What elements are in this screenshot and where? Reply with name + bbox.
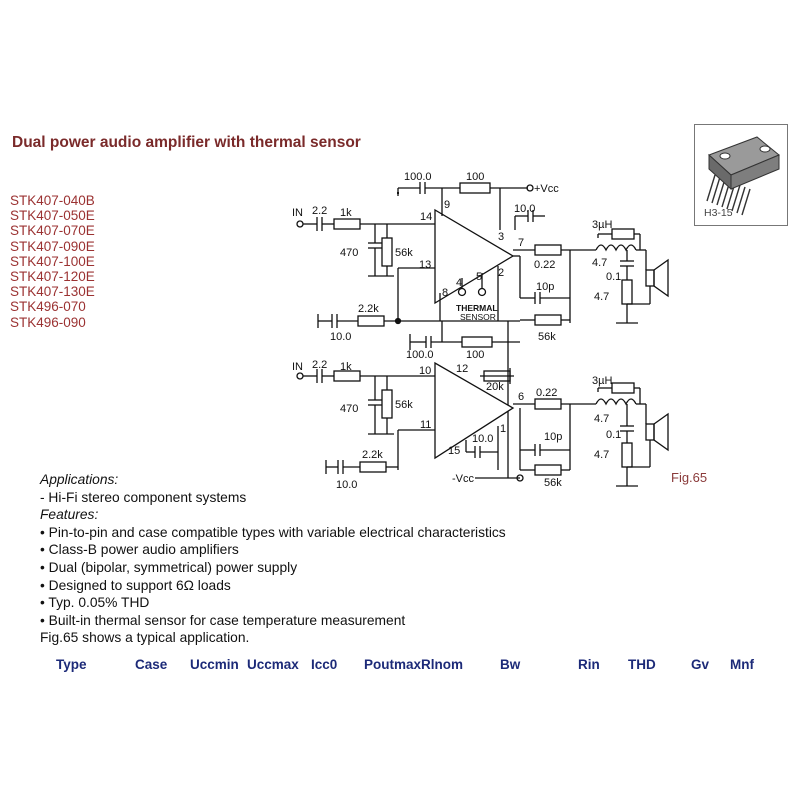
label-sensor: SENSOR	[460, 312, 496, 322]
label-pin14: 14	[420, 211, 432, 223]
model-list: STK407-040B STK407-050E STK407-070E STK4…	[10, 193, 95, 330]
label-pin8: 8	[442, 287, 448, 299]
label-pin10: 10	[419, 365, 431, 377]
label-pin2: 2	[498, 267, 504, 279]
label-r100-mid: 100	[466, 349, 484, 361]
col-uccmax: Uccmax	[247, 657, 299, 672]
feature-item: • Designed to support 6Ω loads	[40, 577, 231, 593]
page-title: Dual power audio amplifier with thermal …	[12, 134, 361, 151]
applications-heading: Applications:	[40, 472, 119, 487]
feature-item: • Pin-to-pin and case compatible types w…	[40, 524, 506, 540]
label-c10-bot2: 10.0	[336, 479, 357, 491]
label-c01-top: 0.1	[606, 271, 621, 283]
label-r56kf-bot: 56k	[544, 477, 562, 489]
label-r022-top: 0.22	[534, 259, 555, 271]
label-c10p-bot: 10p	[544, 431, 562, 443]
package-code: H3-15	[704, 207, 733, 219]
feature-item: • Built-in thermal sensor for case tempe…	[40, 612, 406, 628]
col-rlnom: Rlnom	[421, 657, 463, 672]
model-item: STK407-070E	[10, 223, 95, 239]
label-l3uh-top: 3µH	[592, 219, 612, 231]
label-c10-top: 10.0	[514, 203, 535, 215]
feature-item: • Class-B power audio amplifiers	[40, 542, 239, 558]
op-amp-bottom-shape	[434, 361, 515, 460]
label-c22-bot: 2.2	[312, 359, 327, 371]
label-c10p-top: 10p	[536, 281, 554, 293]
model-item: STK407-100E	[10, 253, 95, 269]
label-r47b-top: 4.7	[594, 291, 609, 303]
label-pin7: 7	[518, 237, 524, 249]
label-pin6: 6	[518, 391, 524, 403]
figure-label: Fig.65	[671, 470, 708, 485]
label-r47-bot: 4.7	[594, 413, 609, 425]
col-icc0: Icc0	[311, 657, 338, 672]
label-vcc-neg: -Vcc	[452, 473, 475, 485]
col-thd: THD	[628, 657, 656, 672]
ic-package-icon	[706, 136, 780, 216]
label-pin9: 9	[444, 199, 450, 211]
model-item: STK407-090E	[10, 238, 95, 254]
model-item: STK496-090	[10, 314, 86, 330]
label-r56k-bot: 56k	[395, 399, 413, 411]
label-r20k: 20k	[486, 381, 504, 393]
description-block: Applications: - Hi-Fi stereo component s…	[40, 471, 506, 647]
label-r22k-top: 2.2k	[358, 303, 379, 315]
label-r22k-bot: 2.2k	[362, 449, 383, 461]
label-l3uh-bot: 3µH	[592, 375, 612, 387]
label-pin1: 1	[500, 423, 506, 435]
label-c470-top: 470	[340, 247, 358, 259]
label-pin11: 11	[420, 419, 431, 431]
label-r47-top: 4.7	[592, 257, 607, 269]
feature-item: • Dual (bipolar, symmetrical) power supp…	[40, 559, 298, 575]
label-in-top: IN	[292, 207, 303, 219]
col-uccmin: Uccmin	[190, 657, 239, 672]
model-item: STK407-120E	[10, 269, 95, 285]
label-c470-bot: 470	[340, 403, 358, 415]
col-bw: Bw	[500, 657, 521, 672]
label-r47c-bot: 4.7	[594, 449, 609, 461]
op-amp-top-shape	[434, 208, 515, 305]
label-r56kf-top: 56k	[538, 331, 556, 343]
col-gv: Gv	[691, 657, 710, 672]
label-r1k-top: 1k	[340, 207, 352, 219]
label-pin4: 4	[456, 277, 462, 289]
features-heading: Features:	[40, 507, 99, 523]
label-thermal: THERMAL	[456, 303, 498, 313]
schematic-labels: 100.0 100 +Vcc 9 14 3 10.0 7 IN 2.2 1k 4…	[292, 171, 621, 491]
label-c100-mid: 100.0	[406, 349, 434, 361]
application-item: - Hi-Fi stereo component systems	[40, 489, 247, 505]
label-vcc-pos: +Vcc	[534, 183, 559, 195]
col-poutmax: Poutmax	[364, 657, 422, 672]
label-c10-bot: 10.0	[472, 433, 493, 445]
feature-item: • Typ. 0.05% THD	[40, 595, 150, 611]
label-c10-mid: 10.0	[330, 331, 351, 343]
label-pin12: 12	[456, 363, 468, 375]
label-c01-bot: 0.1	[606, 429, 621, 441]
label-r56k-top: 56k	[395, 247, 413, 259]
model-item: STK407-130E	[10, 284, 95, 300]
label-r022-bot: 0.22	[536, 387, 557, 399]
label-pin15: 15	[448, 445, 460, 457]
model-item: STK407-050E	[10, 208, 95, 224]
col-case: Case	[135, 657, 168, 672]
label-pin13: 13	[419, 259, 431, 271]
label-pin5: 5	[476, 271, 482, 283]
package-box	[694, 124, 788, 226]
model-item: STK407-040B	[10, 193, 95, 208]
model-item: STK496-070	[10, 299, 86, 315]
label-pin3: 3	[498, 231, 504, 243]
figure-reference: Fig.65 shows a typical application.	[40, 630, 250, 646]
label-c22-top: 2.2	[312, 205, 327, 217]
amplifier-schematic: 100.0 100 +Vcc 9 14 3 10.0 7 IN 2.2 1k 4…	[292, 171, 669, 491]
col-mnf: Mnf	[730, 657, 754, 672]
label-r1k-bot: 1k	[340, 361, 352, 373]
label-c100-top: 100.0	[404, 171, 432, 183]
col-type: Type	[56, 657, 87, 672]
table-header-row: Type Case Uccmin Uccmax Icc0 Poutmax Rln…	[0, 657, 800, 677]
label-in-bot: IN	[292, 361, 303, 373]
col-rin: Rin	[578, 657, 600, 672]
label-r100-top: 100	[466, 171, 484, 183]
